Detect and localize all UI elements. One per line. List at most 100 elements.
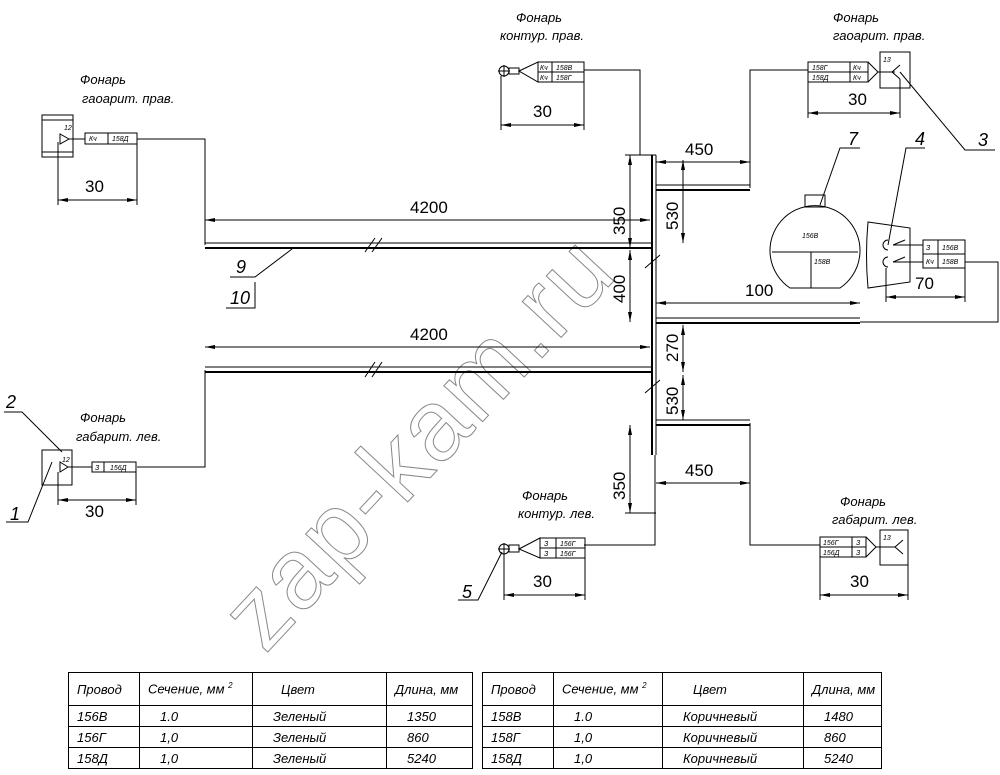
cell: Коричневый [662, 726, 804, 748]
callout-10: 10 [230, 288, 250, 308]
diagram-line [749, 423, 820, 546]
dim-350-top: 350 [610, 207, 629, 235]
diagram-line [804, 194, 826, 208]
header-cell: Длина, мм [386, 672, 473, 706]
wire-spec-table-brown: Провод Сечение, мм 2 Цвет Длина, мм 158В… [482, 672, 882, 769]
diagram-label: З [926, 245, 931, 252]
dim-350-bottom: 350 [610, 472, 629, 500]
cell: 1,0 [553, 747, 663, 769]
diagram-label: 158Д [112, 136, 129, 143]
callout-1: 1 [10, 504, 20, 524]
diagram-line [59, 461, 92, 473]
diagram-label: З [856, 540, 861, 547]
dim-450-top: 450 [685, 140, 713, 159]
diagram-line [879, 51, 911, 89]
diagram-label: Фонарь [80, 72, 126, 87]
lamp-gabarit-left-bottom-left: Фонарь габарит. лев. 12 З 156Д 30 [41, 410, 161, 521]
callout-5: 5 [462, 582, 473, 602]
cell: 860 [386, 726, 473, 748]
callouts: 2 1 9 10 3 7 4 5 [4, 71, 995, 602]
dim-530-bottom: 530 [663, 387, 682, 415]
diagram-label: 158Д [812, 75, 829, 82]
diagram-label: Кч [540, 75, 548, 82]
superscript: 2 [642, 681, 647, 691]
cell: Зеленый [252, 747, 387, 769]
diagram-line [882, 239, 906, 268]
header-text: Сечение, мм [148, 681, 225, 697]
wire-spec-table-green: Провод Сечение, мм 2 Цвет Длина, мм 156В… [68, 672, 473, 769]
diagram-label: габарит. лев. [76, 429, 161, 444]
diagram-label: Кч [853, 75, 861, 82]
diagram-label: Фонарь [80, 410, 126, 425]
cell: Зеленый [252, 705, 387, 727]
diagram-line [371, 237, 383, 253]
diagram-line [4, 411, 63, 453]
cell: 158Д [482, 747, 554, 769]
diagram-line [644, 379, 661, 394]
diagram-label: 156Д [823, 550, 840, 557]
diagram-line [866, 221, 911, 289]
header-cell: Длина, мм [803, 672, 882, 706]
diagram-label: 30 [85, 177, 104, 196]
diagram-label: 156Г [823, 540, 840, 547]
cell: 5240 [386, 747, 473, 769]
callout-2: 2 [5, 392, 16, 412]
dimensions: 4200 4200 450 450 100 350 530 400 270 53… [205, 140, 860, 514]
cell: 1,0 [139, 726, 253, 748]
diagram-label: Фонарь [833, 10, 879, 25]
dim-4200-bottom: 4200 [410, 325, 448, 344]
diagram-label: З [544, 541, 549, 548]
diagram-line [644, 254, 661, 269]
diagram-line [769, 205, 861, 289]
cell: 1.0 [139, 705, 253, 727]
diagram-label: З [544, 551, 549, 558]
diagram-label: З [856, 550, 861, 557]
cell: 158Д [68, 747, 140, 769]
superscript: 2 [228, 681, 233, 691]
cell: 156Г [68, 726, 140, 748]
diagram-label: Фонарь [840, 494, 886, 509]
cell: Коричневый [662, 705, 804, 727]
diagram-line [867, 61, 901, 83]
diagram-line [865, 536, 904, 558]
lamp-gabarit-right-top-left: Фонарь гаоарит. прав. 12 Кч 158Д 30 [41, 72, 174, 205]
diagram-line [59, 133, 85, 145]
diagram-line [508, 67, 520, 75]
harness-trunk [137, 69, 999, 546]
diagram-line [887, 147, 925, 246]
diagram-line [458, 551, 503, 601]
diagram-label: 30 [848, 90, 867, 109]
diagram-line [137, 138, 206, 245]
cell: 158Г [482, 726, 554, 748]
cell: 1,0 [139, 747, 253, 769]
diagram-label: 13 [883, 535, 891, 542]
diagram-label: Кч [89, 136, 97, 143]
cell: Коричневый [662, 747, 804, 769]
diagram-label: гаоарит. прав. [833, 28, 925, 43]
diagram-label: 70 [915, 274, 934, 293]
cell: 156В [68, 705, 140, 727]
diagram-label: 12 [64, 125, 72, 132]
diagram-label: 158Г [556, 75, 573, 82]
diagram-label: 30 [85, 502, 104, 521]
cell: 5240 [803, 747, 882, 769]
cell: Зеленый [252, 726, 387, 748]
diagram-line [508, 544, 520, 553]
cell: 1480 [803, 705, 882, 727]
dim-450-bottom: 450 [685, 461, 713, 480]
cell: 1,0 [553, 726, 663, 748]
diagram-label: Кч [926, 259, 934, 266]
diagram-label: 156Д [110, 465, 127, 472]
cell: 158В [482, 705, 554, 727]
table-header: Провод Сечение, мм 2 Цвет Длина, мм [68, 672, 473, 706]
diagram-line [879, 529, 909, 566]
dim-100: 100 [745, 281, 773, 300]
diagram-line [899, 71, 995, 151]
item-7-cylinder: 156В 158В [769, 194, 861, 289]
diagram-label: 30 [850, 572, 869, 591]
